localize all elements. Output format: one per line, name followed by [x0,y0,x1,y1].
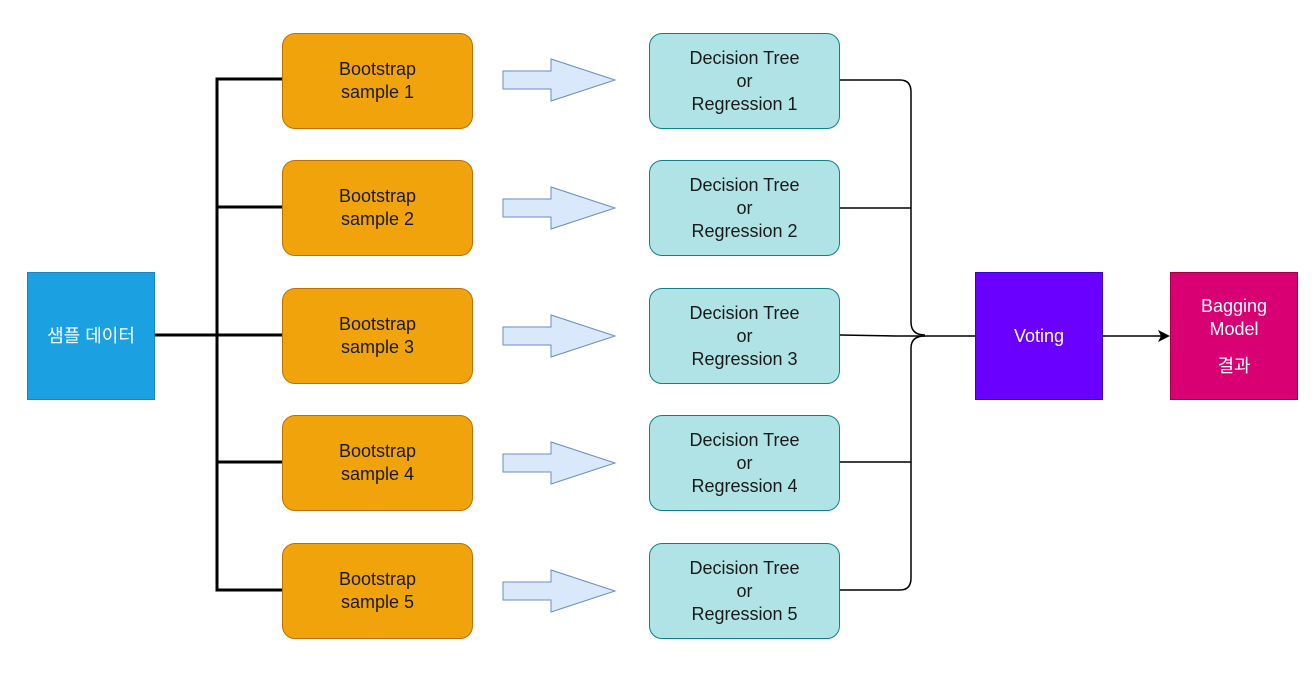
block-arrow-2 [502,186,617,230]
bootstrap-sample-number: sample 4 [340,464,415,484]
bootstrap-sample-1: Bootstrap sample 1 [282,33,473,129]
block-arrow-1 [502,58,617,102]
model-or: or [736,580,753,601]
bootstrap-sample-5: Bootstrap sample 5 [282,543,473,639]
model-node-5: Decision Tree or Regression 5 [649,543,840,639]
model-subtitle: Regression 2 [691,220,798,241]
model-title: Decision Tree [689,557,800,578]
model-or: or [736,197,753,218]
bootstrap-sample-title: Bootstrap [338,441,417,461]
voting-node: Voting [975,272,1103,400]
block-arrows [502,58,617,613]
model-node-4: Decision Tree or Regression 4 [649,415,840,511]
model-title: Decision Tree [689,174,800,195]
bootstrap-sample-title: Bootstrap [338,569,417,589]
bootstrap-sample-4: Bootstrap sample 4 [282,415,473,511]
bagging-result-node: Bagging Model 결과 [1170,272,1298,400]
model-subtitle: Regression 5 [691,603,798,624]
model-or: or [736,325,753,346]
bootstrap-sample-title: Bootstrap [338,314,417,334]
model-subtitle: Regression 4 [691,475,798,496]
model-subtitle: Regression 3 [691,348,798,369]
model-or: or [736,70,753,91]
sample-data-label: 샘플 데이터 [47,325,135,346]
bootstrap-sample-3: Bootstrap sample 3 [282,288,473,384]
model-subtitle: Regression 1 [691,93,798,114]
model-node-3: Decision Tree or Regression 3 [649,288,840,384]
block-arrow-3 [502,314,617,358]
bootstrap-sample-title: Bootstrap [338,59,417,79]
model-node-1: Decision Tree or Regression 1 [649,33,840,129]
bootstrap-sample-number: sample 3 [340,337,415,357]
bootstrap-sample-number: sample 1 [340,82,415,102]
model-title: Decision Tree [689,47,800,68]
voting-label: Voting [1013,325,1065,346]
sample-data-node: 샘플 데이터 [27,272,155,400]
bootstrap-sample-number: sample 2 [340,209,415,229]
model-title: Decision Tree [689,302,800,323]
model-or: or [736,452,753,473]
model-title: Decision Tree [689,429,800,450]
block-arrow-4 [502,441,617,485]
bootstrap-sample-title: Bootstrap [338,186,417,206]
result-title-line1: Bagging [1200,295,1268,316]
merge-lines [839,79,975,591]
block-arrow-5 [502,569,617,613]
result-caption: 결과 [1217,355,1251,376]
source-branch-lines [155,77,282,592]
bootstrap-sample-number: sample 5 [340,592,415,612]
bootstrap-sample-2: Bootstrap sample 2 [282,160,473,256]
result-title-line2: Model [1209,318,1259,339]
model-node-2: Decision Tree or Regression 2 [649,160,840,256]
